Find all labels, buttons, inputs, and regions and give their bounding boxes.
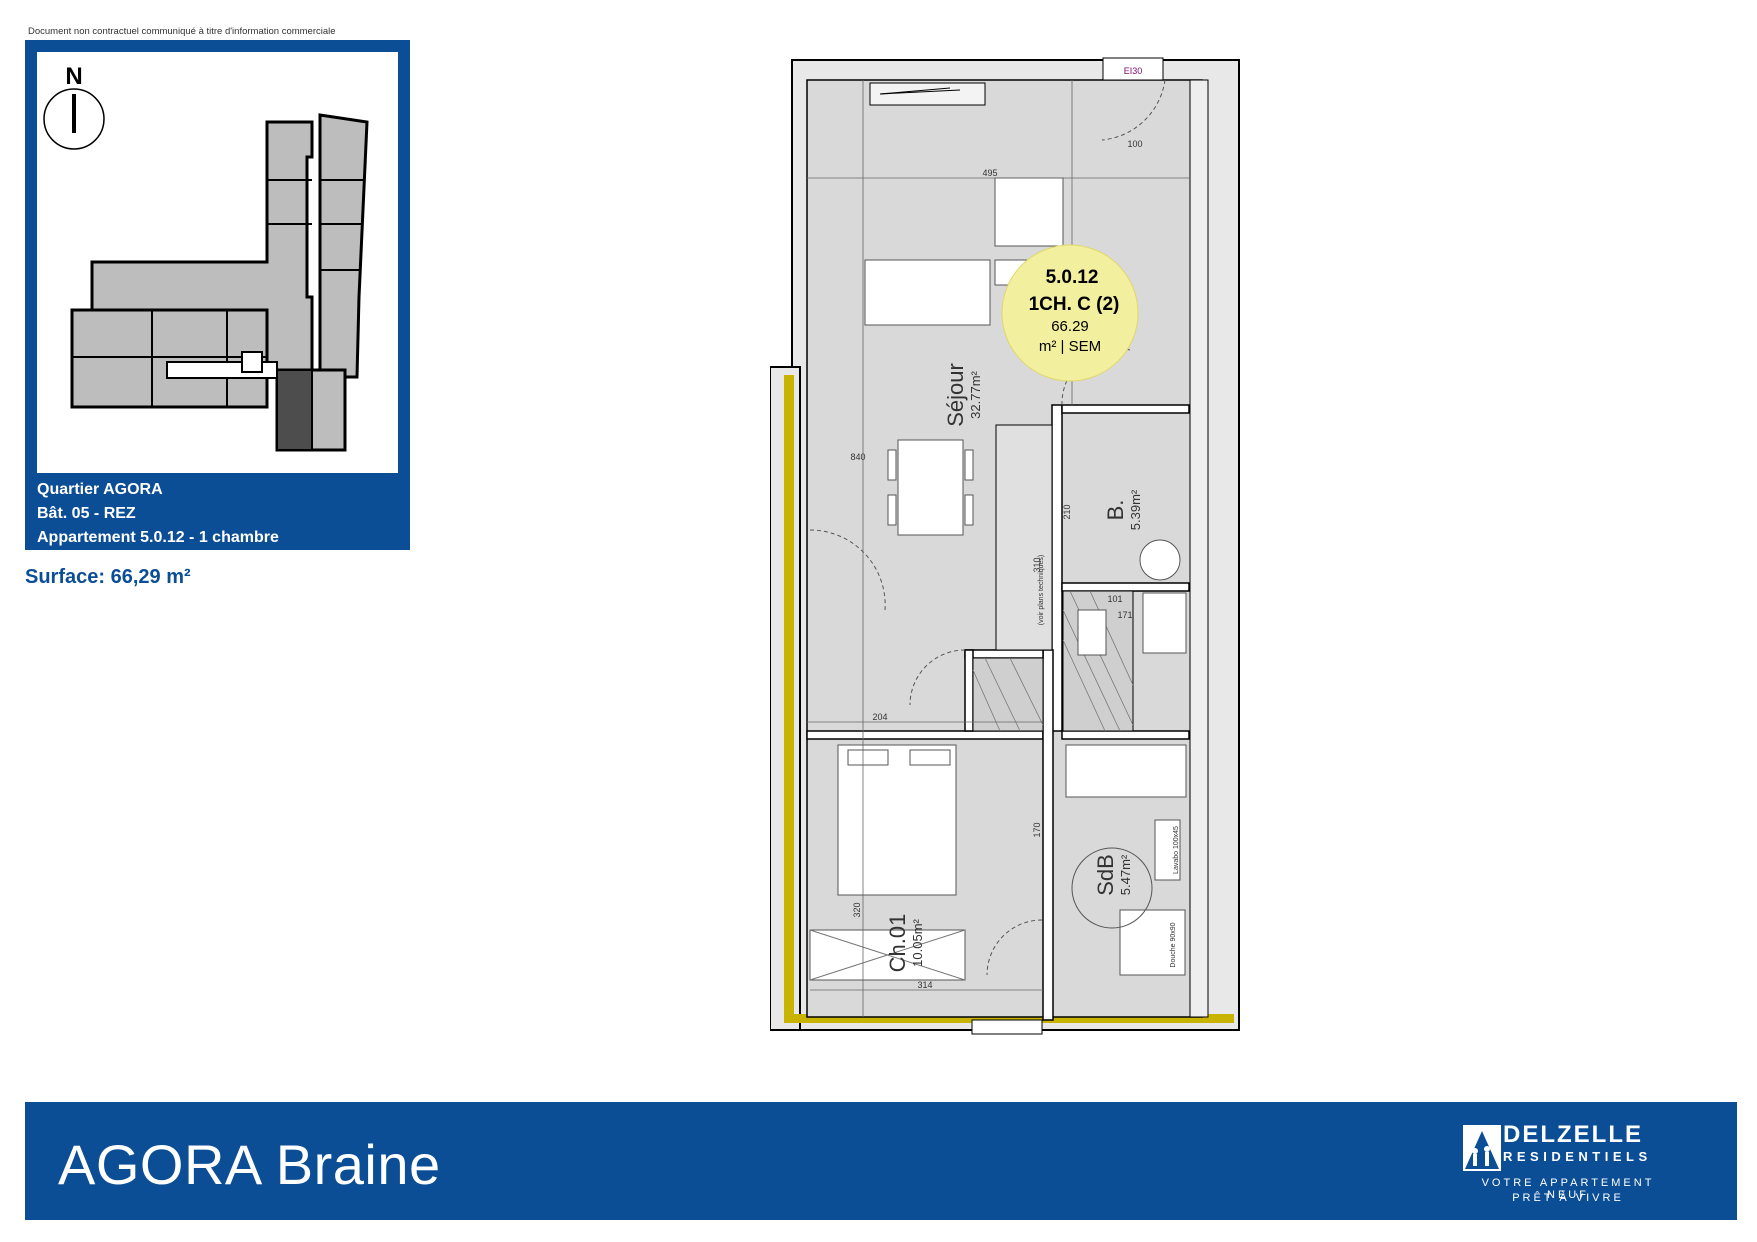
room-sejour-name: Séjour xyxy=(943,363,968,427)
logo-sub: RESIDENTIELS xyxy=(1503,1149,1652,1164)
bed xyxy=(837,744,957,896)
apartment-highlight xyxy=(276,369,313,451)
room-b-area: 5.39m² xyxy=(1128,489,1143,530)
info-batiment: Bât. 05 - REZ xyxy=(37,505,136,522)
bathtub xyxy=(1065,744,1187,798)
wc xyxy=(1077,609,1107,656)
fire-label: EI30 xyxy=(1124,66,1143,76)
north-arrow-icon: N xyxy=(43,63,105,150)
dim-label: 314 xyxy=(917,980,932,990)
logo-tagline-1: VOTRE APPARTEMENT NEUF xyxy=(1481,1177,1655,1201)
dim-label: 495 xyxy=(982,168,997,178)
room-sdb-area: 5.47m² xyxy=(1118,854,1133,895)
info-appartement: Appartement 5.0.12 - 1 chambre xyxy=(37,529,279,546)
armchair xyxy=(994,177,1064,247)
dim-label: 840 xyxy=(850,452,865,462)
dining-table xyxy=(897,439,964,536)
dim-label: 101 xyxy=(1107,594,1122,604)
logo-tagline-2: PRÊT À VIVRE xyxy=(1512,1192,1624,1204)
dim-label: 100 xyxy=(1127,139,1142,149)
note-douche: Douche 90x90 xyxy=(1170,922,1177,967)
disclaimer-text: Document non contractuel communiqué à ti… xyxy=(28,26,336,37)
room-ch01-name: Ch.01 xyxy=(885,914,910,973)
room-ch01-area: 10.05m² xyxy=(910,918,925,966)
dim-label: 210 xyxy=(1062,504,1072,519)
note-technical: (voir plans techniques) xyxy=(1038,555,1045,625)
surface-label: Surface: 66,29 m² xyxy=(25,566,191,588)
unit-badge: 5.0.12 1CH. C (2) 66.29 m² | SEM xyxy=(1001,244,1139,382)
room-sdb-name: SdB xyxy=(1093,854,1118,896)
keyplan-info: Quartier AGORA Bât. 05 - REZ Appartement… xyxy=(37,478,279,550)
dim-label: 171 xyxy=(1117,610,1132,620)
insulation-strip xyxy=(784,375,794,1020)
shower xyxy=(1119,909,1186,976)
logo-name: DELZELLE xyxy=(1503,1121,1643,1148)
dim-label: 204 xyxy=(872,712,887,722)
unit-area-unit: m² | SEM xyxy=(1039,338,1101,355)
footer-banner: AGORA Braine DELZELLE RESIDENTIELS VOTRE… xyxy=(25,1102,1737,1220)
dim-label: 310 xyxy=(1032,557,1042,572)
floor-plan: EI30 xyxy=(769,50,1270,1045)
keyplan-map: N xyxy=(37,52,398,473)
keyplan-panel: N Qua xyxy=(25,40,410,550)
delzelle-logo: DELZELLE RESIDENTIELS VOTRE APPARTEMENT … xyxy=(1463,1121,1673,1211)
dim-label: 320 xyxy=(852,902,862,917)
project-title: AGORA Braine xyxy=(58,1133,441,1196)
washing-machine xyxy=(1139,539,1181,581)
room-sejour-area: 32.77m² xyxy=(968,370,983,418)
note-lavabo: Lavabo 100x45 xyxy=(1173,826,1180,874)
sink-unit xyxy=(1154,819,1181,881)
logo-mark-icon xyxy=(1463,1125,1501,1171)
north-label: N xyxy=(65,63,82,90)
tub-b xyxy=(1142,592,1187,654)
building-footprint xyxy=(70,113,369,452)
unit-area: 66.29 xyxy=(1051,318,1089,335)
room-b-name: B. xyxy=(1103,500,1128,521)
dim-label: 170 xyxy=(1032,822,1042,837)
sofa xyxy=(864,259,991,326)
unit-type: 1CH. C (2) xyxy=(1029,294,1120,315)
unit-id: 5.0.12 xyxy=(1046,267,1099,288)
info-quartier: Quartier AGORA xyxy=(37,481,163,498)
